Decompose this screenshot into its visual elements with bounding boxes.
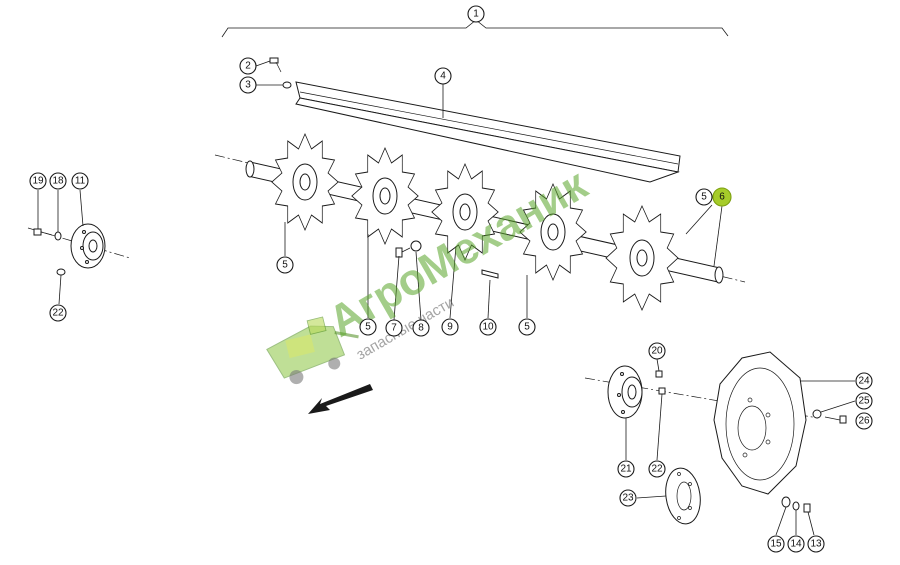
washer-25 [812, 409, 822, 419]
svg-text:13: 13 [810, 539, 822, 550]
gasket-23 [665, 467, 701, 525]
svg-text:22: 22 [651, 464, 663, 475]
key-10 [481, 269, 499, 279]
callout-19[interactable]: 19 [29, 172, 47, 190]
right-hub [607, 365, 643, 419]
callout-11[interactable]: 11 [71, 172, 89, 190]
callout-24[interactable]: 24 [855, 372, 873, 390]
callout-5-c[interactable]: 5 [518, 318, 536, 336]
washer-15 [781, 496, 791, 508]
callout-9[interactable]: 9 [441, 318, 459, 336]
callout-26[interactable]: 26 [855, 412, 873, 430]
svg-text:4: 4 [440, 71, 446, 82]
callout-6-highlighted[interactable]: 6 [712, 187, 732, 207]
svg-text:2: 2 [245, 61, 251, 72]
right-bolt-20 [655, 370, 663, 378]
angle-strip [295, 81, 681, 183]
svg-text:5: 5 [365, 322, 371, 333]
callout-20[interactable]: 20 [648, 342, 666, 360]
svg-text:1: 1 [473, 9, 479, 20]
callout-5-b[interactable]: 5 [359, 318, 377, 336]
svg-text:26: 26 [858, 416, 870, 427]
sprocket-2 [351, 147, 419, 245]
sprocket-4 [519, 183, 587, 281]
callout-14[interactable]: 14 [787, 535, 805, 553]
callout-2[interactable]: 2 [239, 57, 257, 75]
callout-25[interactable]: 25 [855, 392, 873, 410]
left-nipple-22 [56, 268, 66, 276]
direction-arrow-icon [308, 384, 373, 414]
callout-13[interactable]: 13 [807, 535, 825, 553]
svg-text:18: 18 [52, 176, 64, 187]
svg-text:5: 5 [701, 192, 707, 203]
callout-5-d[interactable]: 5 [695, 188, 713, 206]
disc-24 [713, 351, 807, 495]
sprocket-1 [271, 133, 339, 231]
callout-3[interactable]: 3 [239, 76, 257, 94]
svg-text:24: 24 [858, 376, 870, 387]
nut-13 [803, 503, 811, 513]
washer-3 [282, 81, 292, 89]
callout-7[interactable]: 7 [385, 319, 403, 337]
callout-15[interactable]: 15 [767, 535, 785, 553]
svg-text:10: 10 [482, 322, 494, 333]
svg-text:6: 6 [719, 192, 725, 203]
callout-5-a[interactable]: 5 [276, 256, 294, 274]
svg-text:21: 21 [620, 464, 632, 475]
callout-22-left[interactable]: 22 [49, 304, 67, 322]
callout-10[interactable]: 10 [479, 318, 497, 336]
leader-lines [37, 60, 856, 536]
bolt-26 [824, 415, 847, 424]
svg-text:9: 9 [447, 322, 453, 333]
nut-8 [410, 240, 422, 252]
callout-1[interactable]: 1 [467, 5, 485, 23]
callout-22-right[interactable]: 22 [648, 460, 666, 478]
svg-text:5: 5 [524, 322, 530, 333]
callout-18[interactable]: 18 [49, 172, 67, 190]
left-bolt-19 [33, 228, 53, 236]
callout-23[interactable]: 23 [619, 489, 637, 507]
svg-text:15: 15 [770, 539, 782, 550]
left-hub [70, 223, 106, 269]
callout-21[interactable]: 21 [617, 460, 635, 478]
assembly-bracket [221, 19, 729, 38]
bolt-2 [269, 57, 282, 73]
svg-text:3: 3 [245, 80, 251, 91]
right-nipple-22 [658, 387, 666, 395]
svg-text:5: 5 [282, 260, 288, 271]
svg-text:14: 14 [790, 539, 802, 550]
svg-text:11: 11 [75, 176, 86, 187]
sprocket-5 [605, 205, 679, 311]
svg-text:22: 22 [52, 308, 64, 319]
svg-text:20: 20 [651, 346, 663, 357]
left-washer-18 [54, 231, 62, 241]
svg-text:19: 19 [32, 176, 44, 187]
callout-8[interactable]: 8 [412, 319, 430, 337]
callout-4[interactable]: 4 [434, 67, 452, 85]
svg-text:25: 25 [858, 396, 870, 407]
svg-text:8: 8 [418, 323, 424, 334]
sprocket-3 [431, 163, 499, 261]
svg-text:7: 7 [391, 323, 397, 334]
combine-harvester-icon [266, 316, 359, 385]
washer-14 [792, 501, 800, 511]
svg-text:23: 23 [622, 493, 634, 504]
